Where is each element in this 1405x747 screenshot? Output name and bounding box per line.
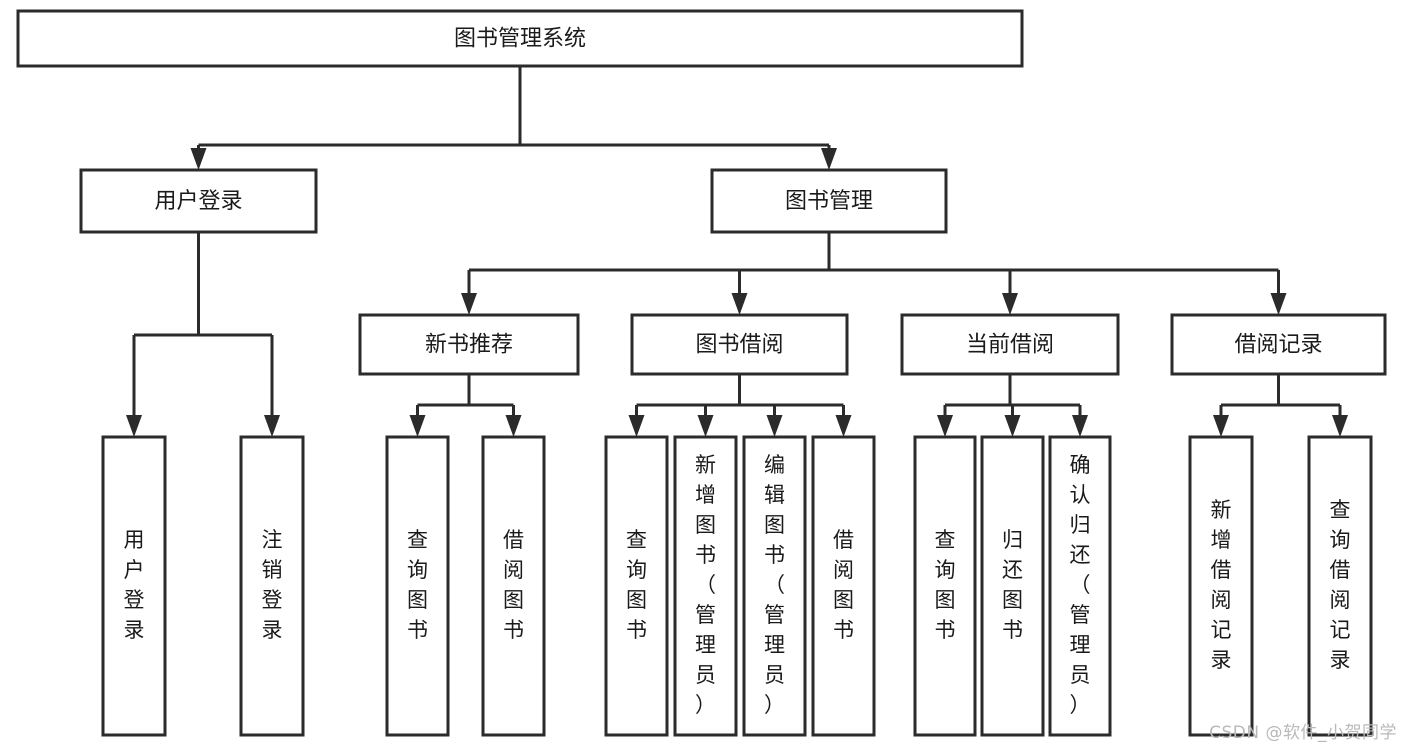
node-nb-query[interactable]: 查询图书 [385,435,450,737]
connector-group-current [937,374,1088,437]
node-login[interactable]: 用户登录 [79,168,318,234]
node-box[interactable] [1170,313,1387,376]
node-label: 新增图书（管理员） [695,453,716,717]
node-box[interactable] [742,435,807,737]
arrow-head-icon [835,415,852,437]
node-label: 新增借阅记录 [1211,498,1232,672]
node-box[interactable] [358,313,580,376]
node-box[interactable] [101,435,167,737]
node-box[interactable] [604,435,669,737]
node-box[interactable] [1188,435,1254,737]
node-label: 新书推荐 [425,333,513,358]
node-label: 图书管理 [785,189,873,214]
node-layer: 图书管理系统用户登录图书管理用户登录注销登录新书推荐图书借阅当前借阅借阅记录查询… [16,9,1387,737]
node-label: 查询图书 [935,528,956,642]
node-box[interactable] [16,9,1024,68]
arrow-head-icon [731,293,748,315]
node-bookmgmt[interactable]: 图书管理 [710,168,948,234]
node-box[interactable] [630,313,849,376]
arrow-head-icon [628,415,645,437]
node-label: 借阅图书 [503,528,524,642]
node-bw-add[interactable]: 新增图书（管理员） [673,435,738,737]
node-label: 图书借阅 [695,333,783,358]
node-borrow[interactable]: 图书借阅 [630,313,849,376]
node-box[interactable] [1048,435,1112,737]
node-box[interactable] [481,435,546,737]
arrow-head-icon [190,148,207,170]
node-label: 借阅图书 [833,528,854,642]
arrow-head-icon [126,415,142,437]
node-label: 用户登录 [124,528,145,642]
node-bw-lend[interactable]: 借阅图书 [811,435,876,737]
arrow-head-icon [937,415,953,437]
arrow-head-icon [1213,415,1229,437]
node-rc-query[interactable]: 查询借阅记录 [1307,435,1373,737]
node-label: 编辑图书（管理员） [764,453,785,717]
node-box[interactable] [710,168,948,234]
arrow-head-icon [1270,293,1287,315]
node-box[interactable] [239,435,305,737]
arrow-head-icon [505,415,522,437]
node-label: 归还图书 [1002,528,1023,642]
node-label: 查询图书 [407,528,428,642]
connector-group-login [126,232,280,437]
connector-group-newbook [409,374,522,437]
arrow-head-icon [1072,415,1088,437]
node-box[interactable] [79,168,318,234]
node-root[interactable]: 图书管理系统 [16,9,1024,68]
connector-group-borrow [628,374,852,437]
arrow-head-icon [461,293,477,315]
arrow-head-icon [821,148,837,170]
node-current[interactable]: 当前借阅 [900,313,1120,376]
arrow-head-icon [697,415,714,437]
node-cb-return[interactable]: 归还图书 [980,435,1045,737]
node-box[interactable] [673,435,738,737]
node-label: 用户登录 [154,189,242,214]
node-bw-edit[interactable]: 编辑图书（管理员） [742,435,807,737]
node-box[interactable] [385,435,450,737]
connector-group-records [1213,374,1348,437]
node-nb-borrow[interactable]: 借阅图书 [481,435,546,737]
arrow-head-icon [1004,415,1021,437]
connector-layer [126,66,1348,437]
node-label: 查询借阅记录 [1330,498,1351,672]
node-records[interactable]: 借阅记录 [1170,313,1387,376]
node-box[interactable] [811,435,876,737]
node-label: 图书管理系统 [454,27,586,52]
node-label: 当前借阅 [966,333,1054,358]
node-login-in[interactable]: 用户登录 [101,435,167,737]
node-box[interactable] [913,435,977,737]
node-label: 确认归还（管理员） [1070,453,1091,717]
node-newbook[interactable]: 新书推荐 [358,313,580,376]
node-box[interactable] [980,435,1045,737]
node-login-out[interactable]: 注销登录 [239,435,305,737]
node-bw-query[interactable]: 查询图书 [604,435,669,737]
node-label: 查询图书 [626,528,647,642]
node-rc-add[interactable]: 新增借阅记录 [1188,435,1254,737]
arrow-head-icon [1332,415,1348,437]
arrow-head-icon [766,415,783,437]
arrow-head-icon [1002,293,1018,315]
node-label: 借阅记录 [1234,333,1322,358]
node-box[interactable] [1307,435,1373,737]
node-cb-confirm[interactable]: 确认归还（管理员） [1048,435,1112,737]
connector-group-root [190,66,837,170]
arrow-head-icon [264,415,280,437]
connector-group-bookmgmt [461,232,1287,315]
node-box[interactable] [900,313,1120,376]
node-label: 注销登录 [262,528,283,642]
arrow-head-icon [409,415,426,437]
node-cb-query[interactable]: 查询图书 [913,435,977,737]
